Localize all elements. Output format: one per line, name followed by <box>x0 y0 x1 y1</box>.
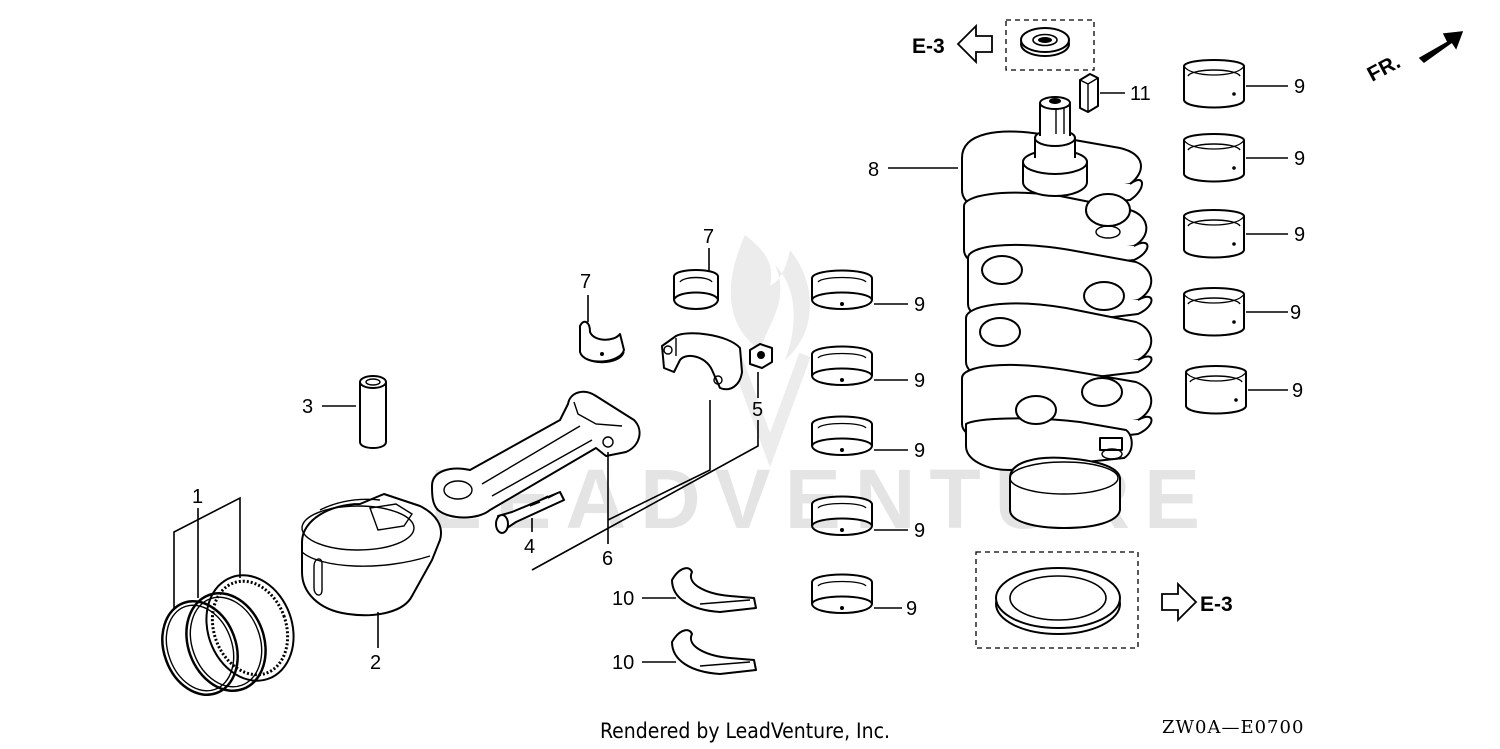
piston-pin[interactable] <box>359 375 387 449</box>
main-bearing-upper-4[interactable] <box>1183 287 1245 337</box>
callout-5: 5 <box>752 399 763 421</box>
connecting-rod-cap[interactable] <box>661 332 743 391</box>
bottom-reference-label: E-3 <box>1200 593 1233 616</box>
main-bearing-upper-1[interactable] <box>1183 59 1245 109</box>
main-bearing-lower-3[interactable] <box>811 415 873 456</box>
thrust-washer-2[interactable] <box>671 629 757 675</box>
woodruff-key[interactable] <box>1079 73 1099 113</box>
bottom-reference-e3[interactable]: E-3 <box>975 551 1233 649</box>
footer-credit: Rendered by LeadVenture, Inc. <box>600 719 890 743</box>
callout-9-m5: 9 <box>906 598 917 620</box>
connecting-rod[interactable] <box>431 390 641 519</box>
front-arrow-icon <box>1418 31 1464 63</box>
callout-3: 3 <box>302 396 313 418</box>
callout-7-a: 7 <box>580 271 591 293</box>
callout-9-r4: 9 <box>1290 302 1301 324</box>
callout-7-b: 7 <box>703 226 714 248</box>
callout-9-m4: 9 <box>914 520 925 542</box>
main-bearing-lower-2[interactable] <box>811 345 873 386</box>
piston[interactable] <box>301 493 442 617</box>
oil-seal-box-bottom <box>975 551 1139 649</box>
callout-9-r3: 9 <box>1294 224 1305 246</box>
callout-6: 6 <box>602 548 613 570</box>
diagram-code: ZW0A—E0700 <box>1162 717 1304 738</box>
front-direction-indicator: FR. <box>1364 31 1464 86</box>
main-bearing-upper-3[interactable] <box>1183 209 1245 259</box>
oil-seal-box <box>1005 19 1095 71</box>
callout-8: 8 <box>868 159 879 181</box>
top-reference-label: E-3 <box>912 35 945 58</box>
callout-10-b: 10 <box>612 652 634 674</box>
callout-9-m3: 9 <box>914 440 925 462</box>
callout-9-m2: 9 <box>914 370 925 392</box>
callout-11: 11 <box>1130 83 1151 105</box>
main-bearing-lower-1[interactable] <box>811 269 873 310</box>
rod-nut[interactable] <box>749 343 773 369</box>
callout-9-r2: 9 <box>1294 148 1305 170</box>
left-arrow-icon <box>956 23 993 65</box>
oil-seal-top[interactable] <box>1020 27 1070 57</box>
thrust-washer-1[interactable] <box>671 567 757 613</box>
front-direction-label: FR. <box>1364 50 1405 86</box>
rod-bolt[interactable] <box>495 491 565 534</box>
callout-2: 2 <box>370 652 381 674</box>
callout-1: 1 <box>192 486 203 508</box>
rod-bearing-lower[interactable] <box>579 320 625 364</box>
right-arrow-icon <box>1161 581 1198 623</box>
callout-9-r1: 9 <box>1294 76 1305 98</box>
piston-ring-set[interactable] <box>150 563 308 706</box>
main-bearing-lower-5[interactable] <box>811 573 873 614</box>
top-reference-e3[interactable]: E-3 <box>912 19 1095 71</box>
callout-10-a: 10 <box>612 588 634 610</box>
main-bearing-upper-5[interactable] <box>1185 365 1247 415</box>
main-bearing-upper-2[interactable] <box>1183 133 1245 183</box>
callout-4: 4 <box>524 536 535 558</box>
callout-9-r5: 9 <box>1292 380 1303 402</box>
rod-bearing-upper[interactable] <box>673 269 719 310</box>
oil-seal-bottom[interactable] <box>995 567 1121 635</box>
callout-9-m1: 9 <box>914 294 925 316</box>
crankshaft[interactable] <box>961 96 1153 529</box>
